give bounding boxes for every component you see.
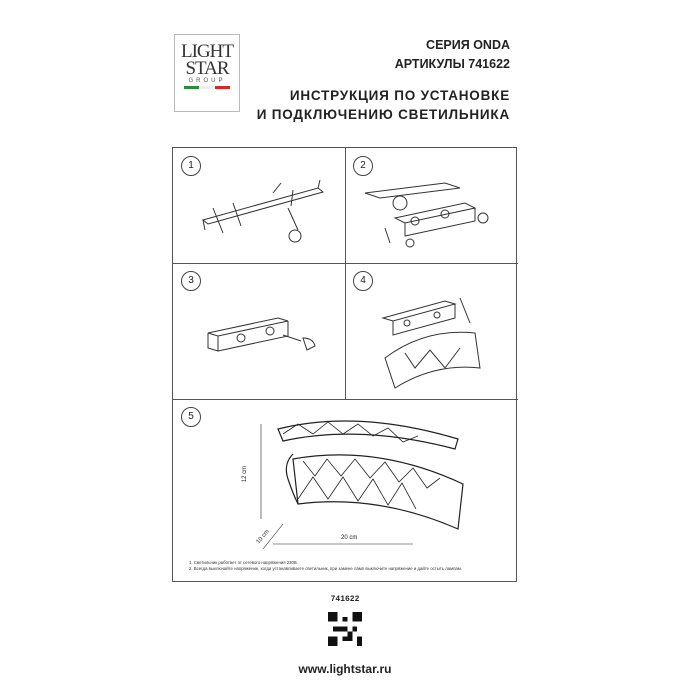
instructions-panel: 1 2 3 4 5 12 cm 10 cm 20 cm 1. Светильни…	[172, 147, 518, 583]
italian-flag	[184, 86, 230, 89]
qr-code	[328, 612, 362, 646]
instruction-title-1: ИНСТРУКЦИЯ ПО УСТАНОВКЕ	[289, 88, 510, 103]
step-4-illustration	[381, 297, 481, 389]
instruction-title-2: И ПОДКЛЮЧЕНИЮ СВЕТИЛЬНИКА	[256, 107, 510, 122]
width-dimension: 20 cm	[341, 535, 358, 541]
step-5-panel: 5 12 cm 10 cm 20 cm	[173, 399, 518, 583]
step-1-illustration	[201, 179, 325, 243]
series-title: СЕРИЯ ONDA	[426, 38, 510, 52]
footer-article: 741622	[330, 595, 360, 604]
lightstar-logo: LIGHT STAR GROUP	[174, 34, 240, 112]
step-1-panel: 1	[173, 148, 346, 264]
step-3-panel: 3	[173, 263, 346, 400]
step-3-illustration	[207, 317, 316, 352]
step-2-panel: 2	[345, 148, 518, 264]
step-5-dimension-drawing	[260, 420, 464, 550]
step-4-panel: 4	[345, 263, 518, 400]
article-title: АРТИКУЛЫ 741622	[394, 57, 510, 71]
step-2-illustration	[364, 182, 489, 248]
website-link[interactable]: www.lightstar.ru	[298, 662, 392, 676]
safety-notes: 1. Светильник работает от сетевого напря…	[189, 560, 462, 571]
height-dimension: 12 cm	[242, 465, 249, 483]
